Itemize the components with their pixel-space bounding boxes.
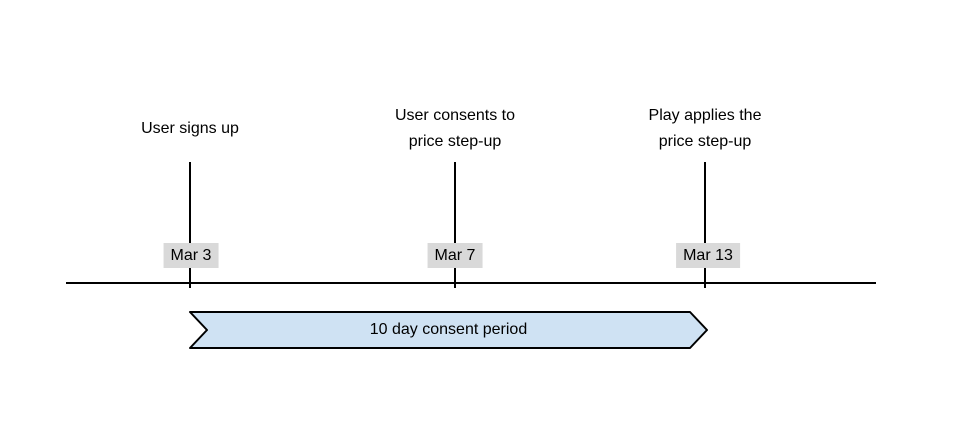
- consent-period-banner-label: 10 day consent period: [369, 321, 528, 338]
- date-chip-mar-3: Mar 3: [163, 243, 219, 268]
- consent-period-banner-shape: [189, 311, 708, 349]
- event-label-user-consents: User consents to price step-up: [394, 107, 516, 150]
- date-chip-mar-13: Mar 13: [676, 243, 740, 268]
- date-chip-mar-7: Mar 7: [427, 243, 483, 268]
- event-label-play-applies: Play applies the price step-up: [648, 107, 762, 150]
- event-label-user-signs-up: User signs up: [141, 120, 239, 137]
